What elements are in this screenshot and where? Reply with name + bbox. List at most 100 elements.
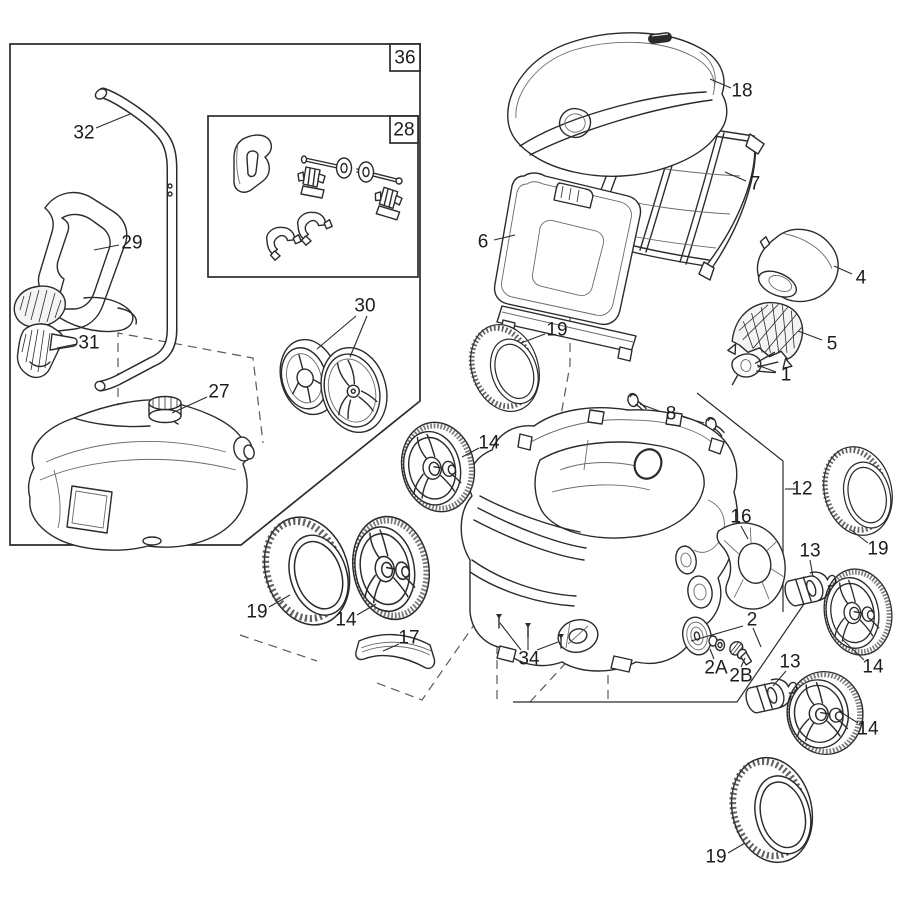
leader-line xyxy=(56,343,78,349)
part-2-pulley-group xyxy=(682,616,753,666)
callout-label: 17 xyxy=(398,628,419,649)
callout-12: 12 xyxy=(785,479,813,500)
part-31-clip xyxy=(16,323,78,379)
callout-label: 6 xyxy=(478,232,489,253)
leader-line xyxy=(797,330,823,341)
inset-box-28 xyxy=(207,115,419,278)
callout-label: 13 xyxy=(779,652,800,673)
callout-2A: 2A xyxy=(704,648,728,679)
callout-label: 30 xyxy=(354,296,375,317)
part-1-fitting xyxy=(731,351,779,386)
leader-line xyxy=(382,643,400,652)
callout-layer: 36 28 32 29 31 27 30 18 7 6 4 5 1 19 8 14 12 19 16 13 14 13 14… xyxy=(56,43,889,868)
part-16-bearing-plate xyxy=(716,522,786,610)
part-2b-bolt xyxy=(729,640,753,666)
callout-1: 1 xyxy=(756,364,792,386)
callout-label: 8 xyxy=(666,404,677,425)
part-29-caddy-bracket xyxy=(13,191,137,333)
leader-line xyxy=(493,234,516,241)
part-main-body xyxy=(460,407,739,673)
part-32-handle-tube xyxy=(94,87,178,392)
callout-2: 2 xyxy=(690,610,762,648)
callout-32: 32 xyxy=(73,113,131,144)
callout-label: 31 xyxy=(78,333,99,354)
callout-28: 28 xyxy=(389,115,419,144)
callout-27: 27 xyxy=(171,382,230,414)
leader-line xyxy=(639,403,660,412)
callout-19: 19 xyxy=(850,529,889,560)
callout-label: 32 xyxy=(73,123,94,144)
callout-label: 18 xyxy=(731,81,752,102)
callout-label: 16 xyxy=(730,507,751,528)
leader-line xyxy=(520,333,546,344)
callout-7: 7 xyxy=(724,171,760,195)
callout-label: 1 xyxy=(781,365,792,386)
leader-line xyxy=(740,525,749,540)
leader-line xyxy=(499,622,522,651)
leader-line xyxy=(709,648,715,660)
leader-line xyxy=(756,364,777,373)
callout-14: 14 xyxy=(335,603,377,631)
callout-14: 14 xyxy=(838,710,879,740)
callout-13: 13 xyxy=(799,541,821,578)
leader-line xyxy=(349,315,368,358)
callout-29: 29 xyxy=(93,233,143,254)
callout-8: 8 xyxy=(639,403,705,425)
callout-6: 6 xyxy=(478,232,516,253)
leader-line xyxy=(690,625,744,642)
callout-box-36 xyxy=(389,43,421,72)
part-18-top-cover xyxy=(507,32,728,178)
callout-label: 2B xyxy=(729,666,752,687)
leader-line xyxy=(171,396,208,414)
part-28-hardware-kit xyxy=(233,134,404,262)
callout-label: 14 xyxy=(857,719,879,740)
leader-line xyxy=(724,171,747,182)
callout-label: 14 xyxy=(862,657,884,678)
callout-label: 19 xyxy=(246,602,267,623)
leader-line xyxy=(809,559,814,578)
part-5-screen xyxy=(727,301,804,370)
callout-19: 19 xyxy=(705,842,746,868)
callout-19: 19 xyxy=(520,320,568,344)
callout-31: 31 xyxy=(56,333,100,354)
callout-label: 13 xyxy=(799,541,820,562)
callout-36: 36 xyxy=(389,43,421,72)
callout-label: 4 xyxy=(856,268,867,289)
callout-label: 19 xyxy=(546,320,567,341)
callout-label: 19 xyxy=(867,539,888,560)
callout-label: 5 xyxy=(827,334,838,355)
callout-label: 2 xyxy=(747,610,758,631)
callout-34: 34 xyxy=(499,622,559,670)
leader-line xyxy=(740,657,746,668)
leader-line xyxy=(356,603,377,616)
leader-line xyxy=(93,244,120,251)
leader-line xyxy=(833,265,853,275)
callout-19: 19 xyxy=(246,594,291,623)
callout-label: 36 xyxy=(394,48,415,69)
cover-vent xyxy=(648,32,672,44)
part-30-wheels xyxy=(279,338,388,434)
callout-label: 34 xyxy=(518,649,540,670)
leader-line xyxy=(461,447,480,458)
leader-line xyxy=(772,670,787,687)
callout-label: 2A xyxy=(704,658,728,679)
leader-line xyxy=(752,627,762,648)
callout-label: 29 xyxy=(121,233,142,254)
leader-line xyxy=(850,529,869,544)
callout-label: 27 xyxy=(208,382,229,403)
inset-box-36 xyxy=(9,43,421,546)
leader-line xyxy=(727,842,746,854)
leader-line xyxy=(842,639,865,661)
callout-label: 12 xyxy=(791,479,812,500)
callout-14: 14 xyxy=(842,639,884,678)
callout-13: 13 xyxy=(772,652,801,687)
part-17-sweeper-flap xyxy=(355,633,436,670)
callout-box-28 xyxy=(389,115,419,144)
leader-line xyxy=(268,594,291,608)
callout-label: 28 xyxy=(393,120,414,141)
callout-18: 18 xyxy=(709,78,753,102)
callout-4: 4 xyxy=(833,265,867,289)
callout-17: 17 xyxy=(382,628,420,652)
leader-line xyxy=(709,78,732,89)
